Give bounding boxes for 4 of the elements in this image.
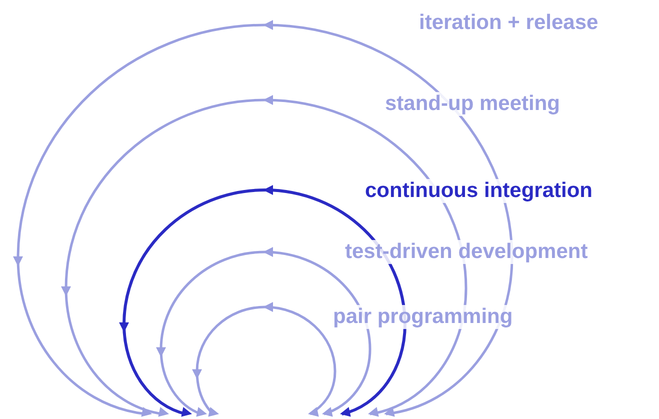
loop-label: stand-up meeting [384, 92, 562, 116]
loop-label: test-driven development [344, 240, 589, 264]
loop-label: pair programming [332, 305, 514, 329]
loop-label: continuous integration [364, 179, 594, 203]
